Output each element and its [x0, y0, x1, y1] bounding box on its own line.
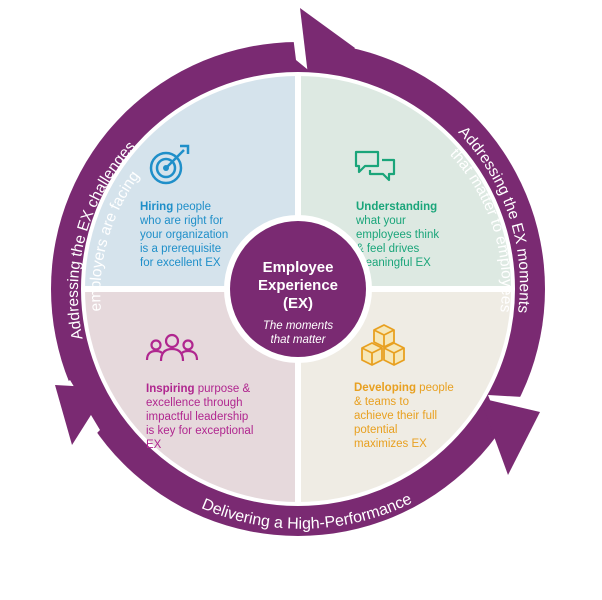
hiring-line2: who are right for: [139, 215, 223, 227]
arrowhead-left: [55, 385, 108, 445]
center-title-line1: Employee: [263, 259, 334, 276]
hiring-line1: people: [173, 201, 211, 213]
understanding-line3: employees think: [356, 229, 439, 241]
center-subtitle-line2: that matter: [271, 334, 327, 346]
developing-line5: maximizes EX: [354, 438, 427, 450]
blocks-icon: [361, 324, 405, 366]
hiring-line3: your organization: [140, 229, 228, 241]
hiring-line5: for excellent EX: [140, 257, 221, 269]
inspiring-line5: EX: [146, 439, 162, 451]
people-group-icon: [145, 333, 199, 362]
developing-line2: & teams to: [354, 396, 409, 408]
inspiring-line2: excellence through: [146, 397, 243, 409]
svg-text:Hiring people: Hiring people: [140, 201, 211, 213]
chat-bubbles-icon: [354, 150, 396, 182]
developing-line4: potential: [354, 424, 397, 436]
target-icon: [149, 144, 190, 185]
center-title-line3: (EX): [283, 295, 313, 312]
developing-keyword: Developing: [354, 382, 416, 394]
understanding-line4: & feel drives: [356, 243, 420, 255]
center-title-line2: Experience: [258, 277, 338, 294]
center-subtitle-line1: The moments: [263, 320, 334, 332]
inspiring-line1: purpose &: [195, 383, 251, 395]
understanding-line5: meaningful EX: [356, 257, 431, 269]
arrowhead-top: [300, 8, 355, 92]
developing-line1: people: [416, 382, 454, 394]
understanding-line2: what your: [355, 215, 406, 227]
arrowhead-right: [480, 398, 540, 475]
svg-text:Inspiring purpose &: Inspiring purpose &: [146, 383, 251, 395]
developing-line3: achieve their full: [354, 410, 437, 422]
svg-text:Developing people: Developing people: [354, 382, 454, 394]
inspiring-line3: impactful leadership: [146, 411, 248, 423]
hiring-keyword: Hiring: [140, 201, 173, 213]
center-circle: [230, 221, 366, 357]
inspiring-keyword: Inspiring: [146, 383, 195, 395]
inner-circle-outline: [81, 72, 515, 506]
inspiring-line4: is key for exceptional: [146, 425, 253, 437]
understanding-keyword: Understanding: [356, 201, 437, 213]
hiring-line4: is a prerequisite: [140, 243, 221, 255]
